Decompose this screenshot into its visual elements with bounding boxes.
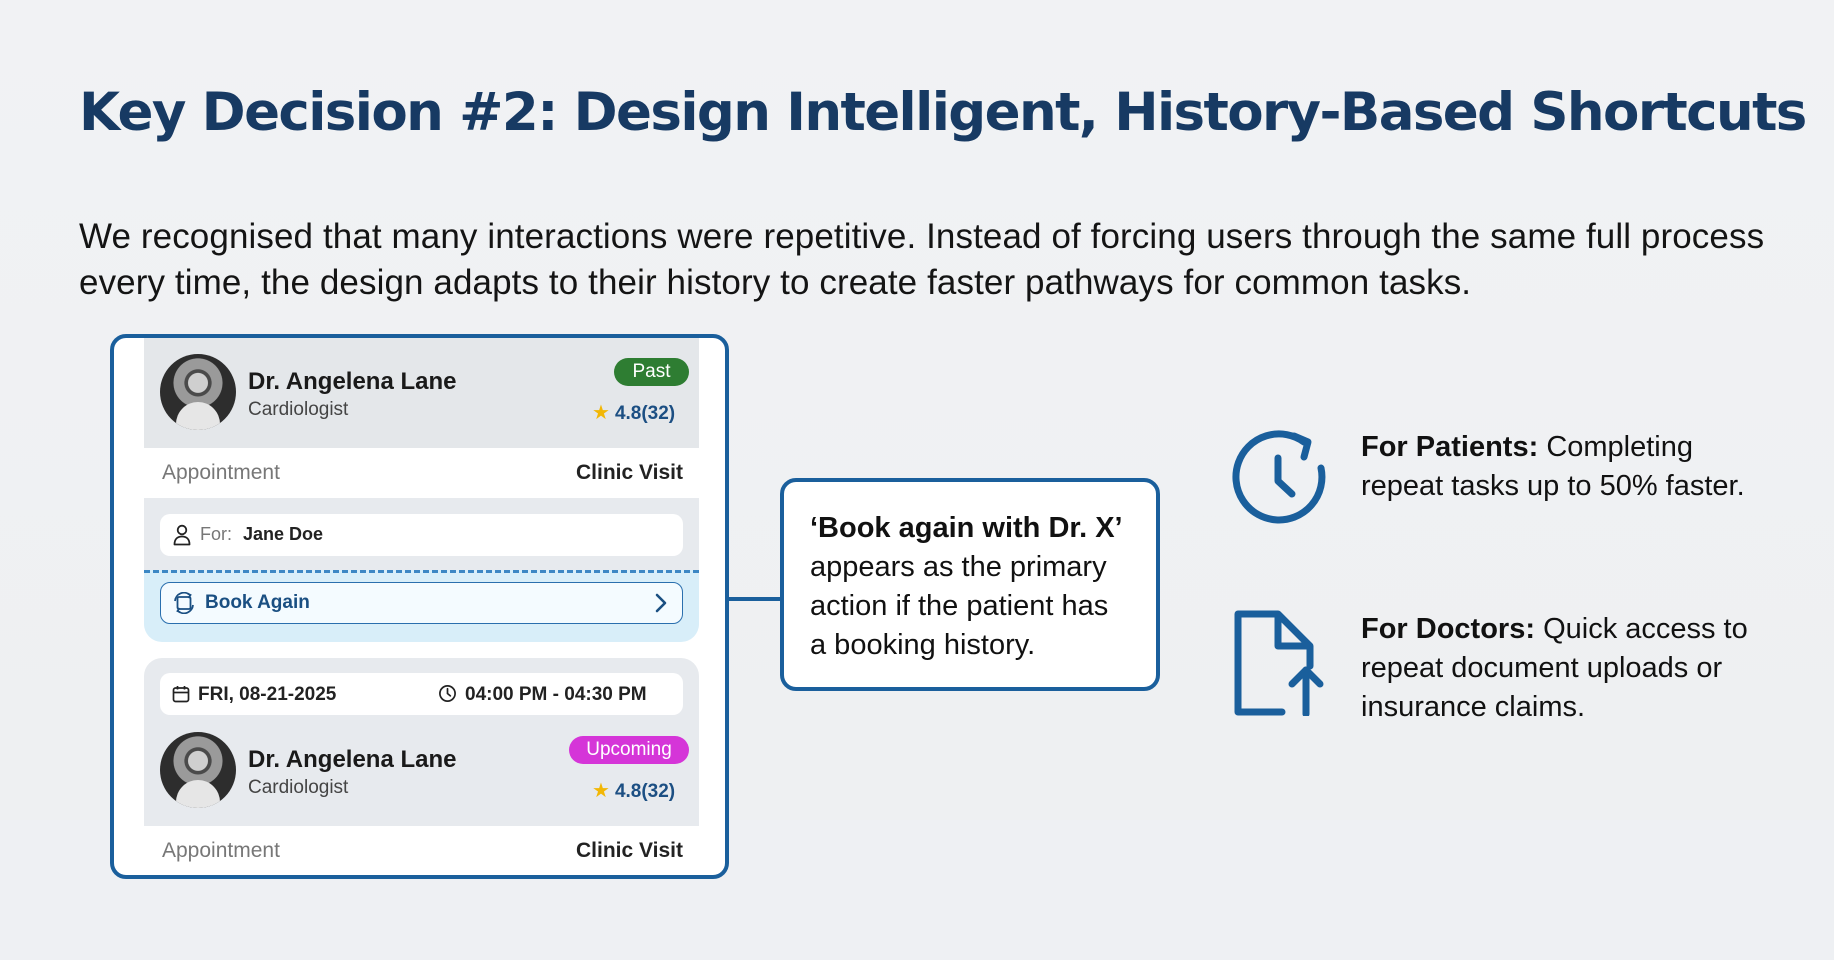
- calendar-icon: [172, 686, 190, 703]
- benefit-text: Quick access to repeat document uploads …: [1361, 613, 1748, 723]
- doctor-avatar: [160, 732, 236, 808]
- book-again-label: Book Again: [205, 592, 310, 613]
- doctor-avatar: [160, 354, 236, 430]
- doctor-name: Dr. Angelena Lane: [248, 368, 457, 395]
- doctor-rating: ★4.8(32): [592, 400, 675, 425]
- callout-headline: ‘Book again with Dr. X’: [810, 512, 1123, 544]
- clock-icon: [439, 685, 456, 702]
- benefit-doctors: For Doctors: Quick access to repeat docu…: [1232, 610, 1752, 730]
- for-patient-pill: For: Jane Doe: [160, 514, 683, 556]
- for-label: For:: [200, 524, 233, 544]
- star-icon: ★: [592, 402, 610, 424]
- benefit-text: Completing repeat tasks up to 50% faster…: [1361, 431, 1745, 502]
- appointment-time: 04:00 PM - 04:30 PM: [465, 684, 647, 705]
- callout-box: ‘Book again with Dr. X’ appears as the p…: [780, 478, 1160, 691]
- chevron-right-icon: [655, 593, 667, 613]
- callout-connector: [729, 597, 781, 601]
- for-value: Jane Doe: [243, 524, 324, 544]
- rating-value: 4.8(32): [614, 781, 676, 802]
- appointment-label: Appointment: [162, 839, 280, 862]
- card-header: [144, 338, 699, 448]
- benefit-title: For Patients:: [1361, 431, 1539, 463]
- benefit-title: For Doctors:: [1361, 613, 1535, 645]
- doctor-name: Dr. Angelena Lane: [248, 746, 457, 773]
- phone-mockup: Dr. Angelena Lane Cardiologist Past ★4.8…: [110, 334, 729, 879]
- rating-value: 4.8(32): [614, 403, 676, 424]
- appointment-value: Clinic Visit: [576, 461, 683, 484]
- doctor-rating: ★4.8(32): [592, 778, 675, 803]
- date-time-pill: FRI, 08-21-2025 04:00 PM - 04:30 PM: [160, 673, 683, 715]
- star-icon: ★: [592, 780, 610, 802]
- doctor-specialty: Cardiologist: [248, 777, 349, 798]
- rebook-icon: [174, 592, 194, 614]
- benefit-patients: For Patients: Completing repeat tasks up…: [1232, 428, 1752, 548]
- document-upload-icon: [1234, 610, 1324, 716]
- appointment-value: Clinic Visit: [576, 839, 683, 862]
- doctor-specialty: Cardiologist: [248, 399, 349, 420]
- callout-text: appears as the primary action if the pat…: [810, 551, 1109, 661]
- book-again-button[interactable]: Book Again: [160, 582, 683, 624]
- status-badge-past: Past: [614, 358, 689, 386]
- appointment-type-row: Appointment Clinic Visit: [144, 826, 699, 875]
- page-title: Key Decision #2: Design Intelligent, His…: [79, 82, 1807, 143]
- intro-paragraph: We recognised that many interactions wer…: [79, 217, 1765, 302]
- clock-refresh-icon: [1232, 430, 1326, 524]
- status-badge-upcoming: Upcoming: [569, 736, 689, 764]
- person-icon: [173, 524, 191, 546]
- dashed-divider: [144, 570, 699, 573]
- appointment-type-row: Appointment Clinic Visit: [144, 448, 699, 498]
- appointment-date: FRI, 08-21-2025: [198, 684, 337, 705]
- appointment-label: Appointment: [162, 461, 280, 484]
